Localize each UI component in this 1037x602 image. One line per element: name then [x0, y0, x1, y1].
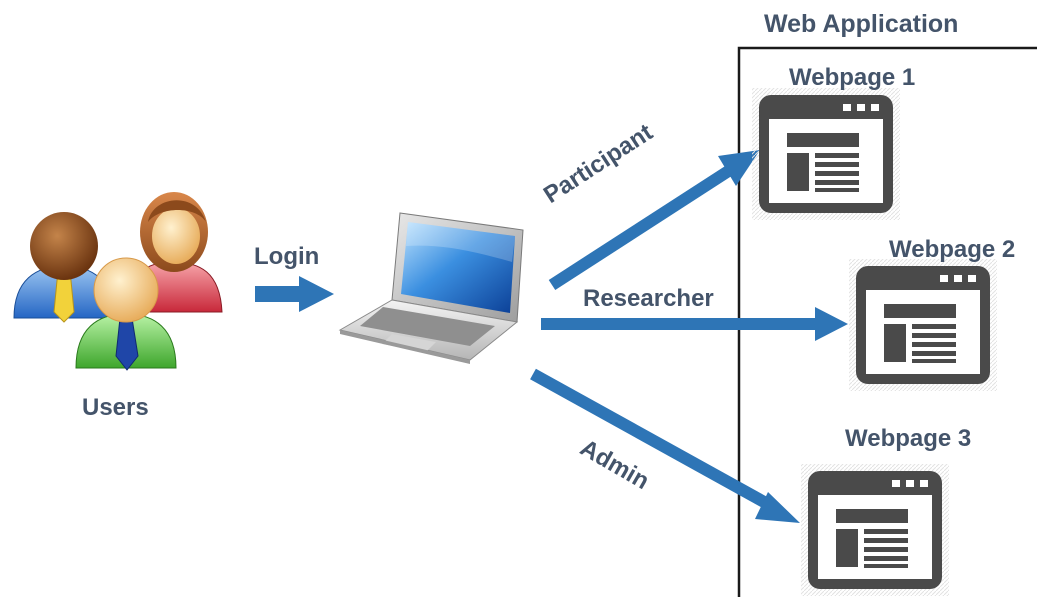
web-application-container — [737, 46, 1037, 597]
webpage-1-label: Webpage 1 — [789, 64, 916, 91]
login-arrow — [255, 276, 334, 312]
web-application-title: Web Application — [764, 10, 959, 38]
webpage-3-icon — [801, 464, 949, 596]
webpage-1-icon — [752, 88, 900, 220]
researcher-label: Researcher — [583, 285, 714, 312]
users-label: Users — [82, 394, 149, 421]
login-label: Login — [254, 243, 320, 270]
webpage-3-label: Webpage 3 — [845, 425, 972, 452]
researcher-arrow — [541, 307, 848, 341]
webpage-2-icon — [849, 259, 997, 391]
webpage-2-label: Webpage 2 — [889, 236, 1016, 263]
participant-arrow — [548, 150, 760, 291]
admin-arrow — [530, 368, 800, 523]
users-group-icon — [13, 192, 223, 371]
laptop-icon — [338, 212, 524, 364]
